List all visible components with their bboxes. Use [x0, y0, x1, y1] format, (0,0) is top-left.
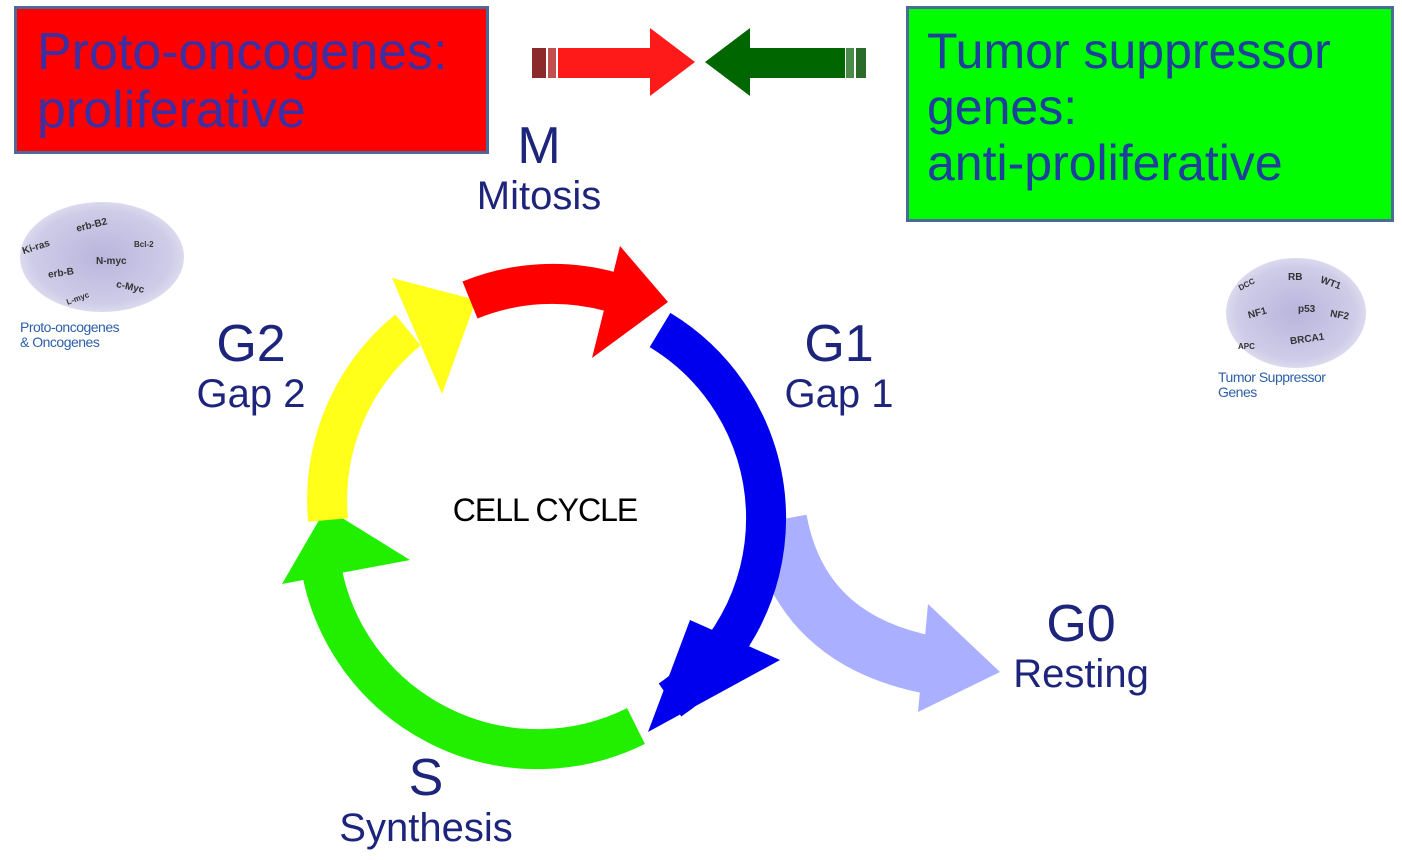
phase-g2-letter: G2	[216, 315, 286, 373]
phase-s-letter: S	[408, 749, 444, 807]
tumor-box-line2: genes:	[927, 79, 1078, 135]
phase-s-name: Synthesis	[339, 806, 513, 850]
phase-g2-label: G2 Gap 2	[176, 318, 326, 414]
phase-m-letter: M	[517, 117, 561, 175]
phase-g1-letter: G1	[804, 315, 874, 373]
tumor-box-line1: Tumor suppressor	[927, 23, 1331, 79]
tumor-box-line3: anti-proliferative	[927, 135, 1283, 191]
g0-arrow	[749, 514, 1000, 712]
oncogenes-caption-line2: & Oncogenes	[20, 333, 100, 350]
phase-m-name: Mitosis	[476, 174, 602, 218]
oncogenes-cluster: Ki-ras erb-B2 N-myc erb-B c-Myc Bcl-2 L-…	[14, 198, 190, 370]
m-arrowhead	[592, 246, 668, 358]
g2-arc	[307, 314, 421, 522]
tumor-suppressor-caption-line2: Genes	[1218, 383, 1257, 400]
tumor-suppressor-caption: Tumor Suppressor Genes	[1218, 369, 1326, 400]
cell-cycle-label: CELL CYCLE	[452, 492, 638, 528]
phase-g0-name: Resting	[1013, 652, 1149, 696]
tumor-suppressor-cluster-blob	[1226, 258, 1366, 368]
phase-g0-label: G0 Resting	[996, 598, 1166, 694]
tumor-suppressor-cluster: DCC RB WT1 NF1 p53 NF2 BRCA1 APC Tumor S…	[1212, 252, 1384, 418]
proto-box-line2: proliferative	[37, 81, 306, 140]
phase-m-label: M Mitosis	[464, 120, 614, 216]
proto-box-line1: Proto-oncogenes:	[37, 23, 448, 81]
gene-label: Bcl-2	[134, 240, 154, 249]
oncogenes-cluster-blob	[20, 202, 184, 312]
m-arc	[462, 263, 618, 319]
g1-arrowhead	[648, 620, 780, 732]
gene-label: APC	[1238, 342, 1255, 351]
gene-label: RB	[1288, 272, 1303, 283]
phase-g1-name: Gap 1	[784, 372, 894, 416]
tumor-suppressor-caption-line1: Tumor Suppressor	[1218, 369, 1326, 385]
tumor-suppressor-box: Tumor suppressor genes: anti-proliferati…	[906, 6, 1394, 222]
s-arrowhead	[282, 508, 410, 584]
phase-g2-name: Gap 2	[196, 372, 306, 416]
g2-arrowhead	[392, 278, 476, 394]
oncogenes-caption-line1: Proto-oncogenes	[20, 319, 120, 335]
oncogenes-caption: Proto-oncogenes & Oncogenes	[20, 319, 120, 350]
phase-g1-label: G1 Gap 1	[764, 318, 914, 414]
gene-label: N-myc	[96, 256, 127, 267]
suppressor-arrow	[705, 28, 866, 96]
phase-s-label: S Synthesis	[326, 752, 526, 848]
oncogene-arrow	[532, 28, 695, 96]
gene-label: p53	[1298, 304, 1316, 315]
proto-oncogenes-box: Proto-oncogenes: proliferative	[14, 6, 489, 154]
phase-g0-letter: G0	[1046, 595, 1116, 653]
s-arc	[300, 557, 645, 770]
